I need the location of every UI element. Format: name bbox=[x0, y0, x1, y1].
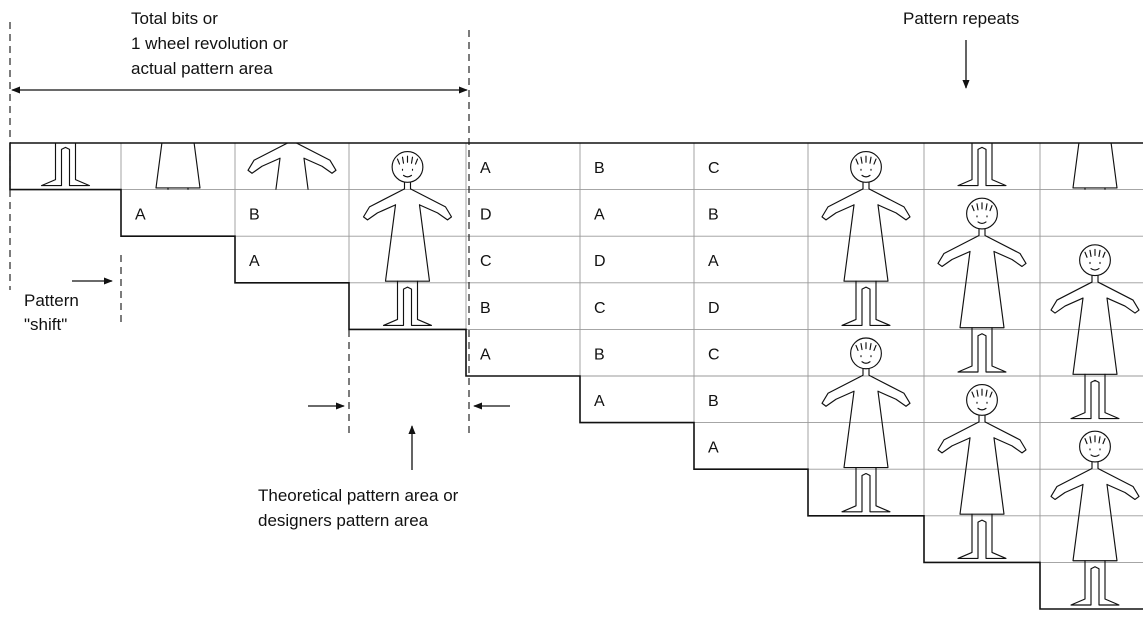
pattern-shift-line2: "shift" bbox=[24, 315, 67, 334]
figure-layer bbox=[40, 143, 1140, 606]
cell-letters: A B C A B D A B A C D A B C D A B C A B A bbox=[135, 160, 720, 457]
figure-whole bbox=[937, 197, 1027, 373]
figure-whole bbox=[1050, 430, 1140, 606]
cell-letter: C bbox=[594, 300, 606, 317]
cell-letter: B bbox=[594, 346, 605, 363]
cell-letter: B bbox=[594, 160, 605, 177]
figure-whole bbox=[821, 337, 911, 513]
figure-arms bbox=[247, 143, 337, 190]
cell-letter: B bbox=[249, 207, 260, 224]
cell-letter: A bbox=[480, 346, 491, 363]
staircase-edge bbox=[9, 143, 1143, 610]
cell-letter: A bbox=[708, 253, 719, 270]
figure-legs bbox=[40, 143, 91, 187]
total-bits-line1: Total bits or bbox=[131, 9, 218, 28]
cell-letter: B bbox=[480, 300, 491, 317]
cell-letter: B bbox=[708, 393, 719, 410]
figure-whole bbox=[821, 151, 911, 326]
figure-whole bbox=[1050, 244, 1140, 420]
cell-letter: B bbox=[708, 207, 719, 224]
theoretical-area-line2: designers pattern area bbox=[258, 511, 429, 530]
pattern-shift-line1: Pattern bbox=[24, 291, 79, 310]
cell-letter: D bbox=[594, 253, 606, 270]
cell-letter: A bbox=[594, 207, 605, 224]
theoretical-area-line1: Theoretical pattern area or bbox=[258, 486, 459, 505]
total-bits-line3: actual pattern area bbox=[131, 59, 273, 78]
cell-letter: A bbox=[135, 207, 146, 224]
staircase-outline bbox=[9, 143, 1143, 610]
cell-letter: D bbox=[708, 300, 720, 317]
figure-skirt bbox=[1072, 143, 1118, 190]
cell-letter: D bbox=[480, 207, 492, 224]
figure-skirt bbox=[155, 143, 201, 190]
figure-whole bbox=[937, 384, 1027, 559]
pattern-repeats-label: Pattern repeats bbox=[903, 9, 1019, 28]
figure-whole bbox=[362, 151, 453, 326]
total-bits-line2: 1 wheel revolution or bbox=[131, 34, 288, 53]
cell-letter: A bbox=[708, 440, 719, 457]
cell-letter: A bbox=[480, 160, 491, 177]
cell-letter: C bbox=[708, 160, 720, 177]
cell-letter: A bbox=[249, 253, 260, 270]
cell-letter: C bbox=[480, 253, 492, 270]
figure-legs bbox=[957, 143, 1007, 187]
cell-letter: C bbox=[708, 346, 720, 363]
cell-letter: A bbox=[594, 393, 605, 410]
